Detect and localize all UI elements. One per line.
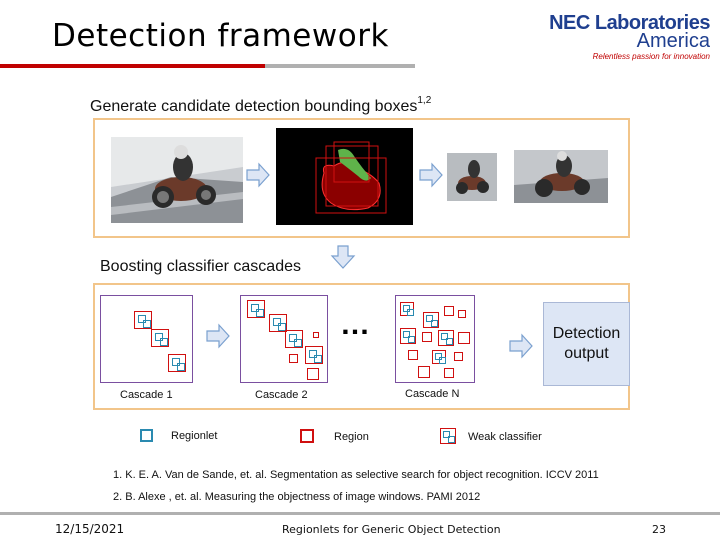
right-arrow-icon bbox=[246, 162, 270, 188]
cascade-n-box bbox=[395, 295, 475, 383]
region-icon bbox=[458, 310, 466, 318]
title-underline bbox=[265, 64, 415, 68]
region-icon bbox=[444, 306, 454, 316]
weak-classifier-icon bbox=[168, 354, 186, 372]
cascade-2-box bbox=[240, 295, 328, 383]
weak-classifier-icon bbox=[151, 329, 169, 347]
right-arrow-icon bbox=[206, 323, 230, 349]
candidate-generation-panel bbox=[93, 118, 630, 238]
region-icon bbox=[458, 332, 470, 344]
down-arrow-icon bbox=[330, 245, 356, 269]
cascade-1-box bbox=[100, 295, 193, 383]
region-icon bbox=[418, 366, 430, 378]
detection-output-box: Detection output bbox=[543, 302, 630, 386]
reference-1: 1. K. E. A. Van de Sande, et. al. Segmen… bbox=[113, 469, 599, 481]
region-icon bbox=[307, 368, 319, 380]
region-icon bbox=[408, 350, 418, 360]
footer-date: 12/15/2021 bbox=[55, 522, 125, 536]
detection-output-label: Detection output bbox=[552, 325, 621, 362]
generate-heading-sup: 1,2 bbox=[417, 95, 432, 106]
cascade-n-label: Cascade N bbox=[405, 388, 460, 400]
cascade-2-label: Cascade 2 bbox=[255, 389, 308, 401]
footer-rule bbox=[0, 512, 720, 515]
weak-classifier-icon bbox=[247, 300, 265, 318]
logo-tagline: Relentless passion for innovation bbox=[592, 52, 710, 61]
regionlet-legend-label: Regionlet bbox=[171, 430, 218, 442]
right-arrow-icon bbox=[509, 333, 533, 359]
region-icon bbox=[313, 332, 319, 338]
weak-classifier-icon bbox=[438, 330, 454, 346]
footer-title: Regionlets for Generic Object Detection bbox=[282, 523, 501, 536]
weak-classifier-legend-label: Weak classifier bbox=[468, 431, 542, 443]
region-legend-label: Region bbox=[334, 431, 369, 443]
weak-classifier-icon bbox=[423, 312, 439, 328]
weak-classifier-icon bbox=[400, 328, 416, 344]
generate-heading: Generate candidate detection bounding bo… bbox=[90, 95, 432, 116]
right-arrow-icon bbox=[419, 162, 443, 188]
slide-title: Detection framework bbox=[52, 18, 389, 54]
region-icon bbox=[422, 332, 432, 342]
logo-line1: NEC Laboratories bbox=[549, 12, 710, 34]
candidate-crop-2 bbox=[514, 150, 608, 203]
weak-classifier-icon bbox=[134, 311, 152, 329]
cascade-1-label: Cascade 1 bbox=[120, 389, 173, 401]
reference-2: 2. B. Alexe , et. al. Measuring the obje… bbox=[113, 491, 481, 503]
weak-classifier-icon bbox=[285, 330, 303, 348]
generate-heading-text: Generate candidate detection bounding bo… bbox=[90, 98, 418, 115]
weak-classifier-icon bbox=[305, 346, 323, 364]
weak-classifier-icon bbox=[432, 350, 446, 364]
page-number: 23 bbox=[652, 523, 666, 536]
regionlet-legend-icon bbox=[140, 429, 153, 442]
region-icon bbox=[454, 352, 463, 361]
region-icon bbox=[444, 368, 454, 378]
title-underline-accent bbox=[0, 64, 265, 68]
segmentation-image bbox=[276, 128, 413, 225]
candidate-crop-1 bbox=[447, 153, 497, 201]
nec-logo: NEC Laboratories America Relentless pass… bbox=[549, 10, 710, 61]
weak-classifier-icon bbox=[400, 302, 414, 316]
region-legend-icon bbox=[300, 429, 314, 443]
region-icon bbox=[289, 354, 298, 363]
weak-classifier-legend-icon bbox=[440, 428, 456, 444]
logo-line2: America bbox=[636, 30, 710, 52]
weak-classifier-icon bbox=[269, 314, 287, 332]
input-photo bbox=[111, 137, 243, 223]
boosting-heading: Boosting classifier cascades bbox=[100, 258, 301, 275]
ellipsis: … bbox=[340, 308, 372, 341]
